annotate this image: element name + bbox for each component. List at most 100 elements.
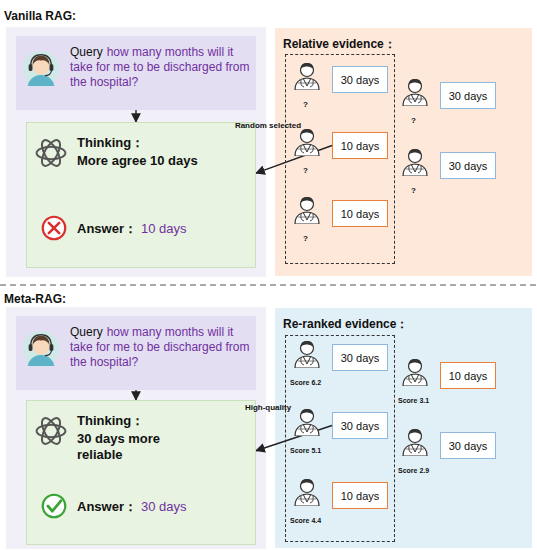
- label-slot: High-quality: [245, 396, 291, 414]
- thinking-text: 30 days: [141, 499, 241, 515]
- text-slot: 30 days: [141, 499, 241, 515]
- evidence-box: 30 days: [332, 66, 388, 93]
- query-tag: Query: [70, 325, 103, 339]
- label-slot: Score 5.1: [290, 439, 321, 457]
- text-slot: Thinking：: [77, 135, 247, 151]
- llm-logo: [33, 413, 69, 449]
- query-box: Queryhow many months will it take for me…: [16, 36, 256, 110]
- evidence-text: 30 days: [449, 440, 488, 452]
- evidence-text: 30 days: [449, 90, 488, 102]
- label-slot: Vanilla RAG:: [4, 6, 76, 24]
- evidence-box: 10 days: [332, 132, 388, 159]
- doctor-icon: [292, 406, 322, 436]
- left-panel: [6, 307, 266, 549]
- query-paragraph: Queryhow many months will it take for me…: [70, 45, 250, 90]
- unknown-mark: ?: [411, 186, 416, 195]
- left-panel: [6, 27, 266, 277]
- thinking-text: More agree 10 days: [77, 153, 247, 169]
- dashed-group: [285, 335, 395, 542]
- connector-arrow: [135, 110, 136, 122]
- evidence-text: 10 days: [341, 140, 380, 152]
- evidence-text: 10 days: [341, 490, 380, 502]
- label-slot: Score 2.9: [398, 459, 429, 477]
- query-box: Queryhow many months will it take for me…: [16, 316, 256, 390]
- evidence-text: 30 days: [449, 160, 488, 172]
- section-title: Meta-RAG:: [4, 292, 66, 306]
- score-label: Score 3.1: [398, 397, 429, 404]
- thinking-text: Answer：: [77, 221, 141, 237]
- evidence-text: 10 days: [449, 370, 488, 382]
- evidence-box: 30 days: [440, 152, 496, 179]
- label-slot: Random selected: [235, 114, 301, 132]
- score-label: Score 2.9: [398, 467, 429, 474]
- panel-heading: Relative evidence：: [283, 36, 483, 52]
- unknown-mark: ?: [303, 166, 308, 175]
- label-slot: ?: [303, 227, 308, 245]
- evidence-text: 10 days: [341, 208, 380, 220]
- text-slot: Re-ranked evidence：: [283, 316, 483, 332]
- dashed-group: [285, 54, 395, 264]
- query-tag: Query: [70, 45, 103, 59]
- unknown-mark: ?: [303, 100, 308, 109]
- evidence-text: 30 days: [341, 74, 380, 86]
- evidence-text: 30 days: [341, 352, 380, 364]
- doctor-icon: [292, 60, 322, 90]
- doctor-icon: [292, 194, 322, 224]
- edge-label: High-quality: [245, 403, 291, 412]
- section-title: Vanilla RAG:: [4, 9, 76, 23]
- user-avatar: [22, 50, 60, 88]
- text-slot: 10 days: [141, 221, 241, 237]
- doctor-icon: [292, 476, 322, 506]
- evidence-box: 10 days: [332, 200, 388, 227]
- doctor-icon: [400, 356, 430, 386]
- doctor-icon: [292, 126, 322, 156]
- evidence-text: 30 days: [341, 420, 380, 432]
- llm-logo: [33, 135, 69, 171]
- text-slot: Answer：: [77, 221, 141, 237]
- connector-arrow: [256, 426, 332, 451]
- query-paragraph: Queryhow many months will it take for me…: [70, 325, 250, 370]
- unknown-mark: ?: [303, 234, 308, 243]
- text-slot: More agree 10 days: [77, 153, 247, 169]
- evidence-box: 30 days: [332, 344, 388, 371]
- doctor-icon: [292, 338, 322, 368]
- score-label: Score 6.2: [290, 379, 321, 386]
- thinking-text: 30 days more reliable: [77, 431, 189, 463]
- edge-label: Random selected: [235, 121, 301, 130]
- text-slot: Thinking：: [77, 413, 247, 429]
- evidence-box: 10 days: [332, 482, 388, 509]
- label-slot: Score 6.2: [290, 371, 321, 389]
- thinking-box: Thinking： More agree 10 daysAnswer：10 day…: [26, 122, 256, 268]
- thinking-text: Answer：: [77, 499, 141, 515]
- thinking-text: Thinking：: [77, 135, 247, 151]
- label-slot: ?: [303, 159, 308, 177]
- doctor-icon: [400, 146, 430, 176]
- text-slot: Relative evidence：: [283, 36, 483, 52]
- text-slot: Answer：: [77, 499, 141, 515]
- unknown-mark: ?: [411, 116, 416, 125]
- wrong-mark: [41, 215, 67, 241]
- user-avatar: [22, 330, 60, 368]
- label-slot: Score 3.1: [398, 389, 429, 407]
- evidence-box: 30 days: [440, 432, 496, 459]
- doctor-icon: [400, 426, 430, 456]
- score-label: Score 4.4: [290, 517, 321, 524]
- panel-heading: Re-ranked evidence：: [283, 316, 483, 332]
- label-slot: Score 4.4: [290, 509, 321, 527]
- evidence-box: 10 days: [440, 362, 496, 389]
- score-label: Score 5.1: [290, 447, 321, 454]
- panel-ground: [275, 28, 532, 276]
- label-slot: ?: [303, 93, 308, 111]
- label-slot: ?: [411, 109, 416, 127]
- doctor-icon: [400, 76, 430, 106]
- connector-arrow: [135, 390, 136, 400]
- label-slot: Meta-RAG:: [4, 289, 66, 307]
- panel-ground: [275, 308, 532, 548]
- divider: [0, 284, 537, 285]
- thinking-text: Thinking：: [77, 413, 247, 429]
- label-slot: ?: [411, 179, 416, 197]
- thinking-text: 10 days: [141, 221, 241, 237]
- evidence-panel: Relative evidence： 30 days 10 days 10 days 3…: [275, 28, 532, 276]
